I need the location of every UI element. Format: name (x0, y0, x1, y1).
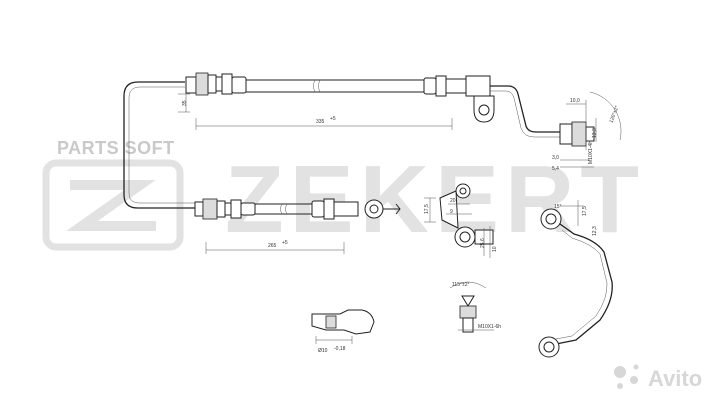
lower-length-dim: 265 (268, 243, 277, 249)
fit-dim-10: 10,0 (570, 98, 580, 104)
fit-dim-30: 3,0 (552, 155, 559, 161)
bottom-diameter: Ø10 (318, 348, 328, 354)
connecting-tube (123, 81, 195, 209)
banjo-detail: 17,5 20 9 25,6 10 (424, 183, 498, 258)
avito-logo-icon (614, 364, 639, 389)
bottom-angle: 115°±2° (452, 282, 470, 288)
eye-dim-a: 17,5 (424, 204, 430, 214)
upper-brake-hose: 335 +5 35 10,0 13,3 M10X1-4H 3,0 5,4 120… (123, 72, 622, 209)
lower-length-tol: +5 (282, 240, 288, 246)
right-angle: 15° (554, 204, 562, 210)
fit-dim-13: 13,3 (592, 128, 598, 138)
upper-length-tol: +5 (330, 116, 336, 122)
avito-watermark: Avito (648, 366, 703, 391)
bottom-thread: M10X1-6h (478, 324, 501, 330)
eye-dim-b: 20 (450, 198, 456, 204)
parts-soft-watermark: PARTS SOFT (57, 138, 175, 158)
bottom-left-clip: Ø10 -0,18 (311, 309, 375, 354)
eye-dim-e: 10 (492, 246, 498, 252)
eye-dim-c: 9 (450, 209, 453, 215)
upper-length-dim: 335 (316, 119, 325, 125)
fit-thread: M10X1-4H (588, 140, 594, 164)
eye-dim-d: 25,6 (480, 238, 486, 248)
fit-dim-54: 5,4 (552, 166, 559, 172)
right-dim-12: 12,3 (592, 226, 598, 236)
right-dim-175: 17,5 (582, 206, 588, 216)
upper-left-fitting (195, 72, 209, 96)
zekert-logo-icon (42, 159, 184, 251)
lower-brake-hose: 265 +5 (194, 198, 401, 254)
left-vertical-dim: 35 (182, 100, 188, 106)
right-bent-pipe: 15° 17,5 12,3 (538, 200, 613, 358)
bottom-diameter-tol: -0,18 (334, 346, 346, 352)
mounting-bracket (465, 75, 491, 97)
upper-left-nut (185, 76, 197, 94)
bottom-fitting: 115°±2° M10X1-6h (449, 281, 501, 333)
fit-angle: 120°±2° (609, 105, 621, 124)
